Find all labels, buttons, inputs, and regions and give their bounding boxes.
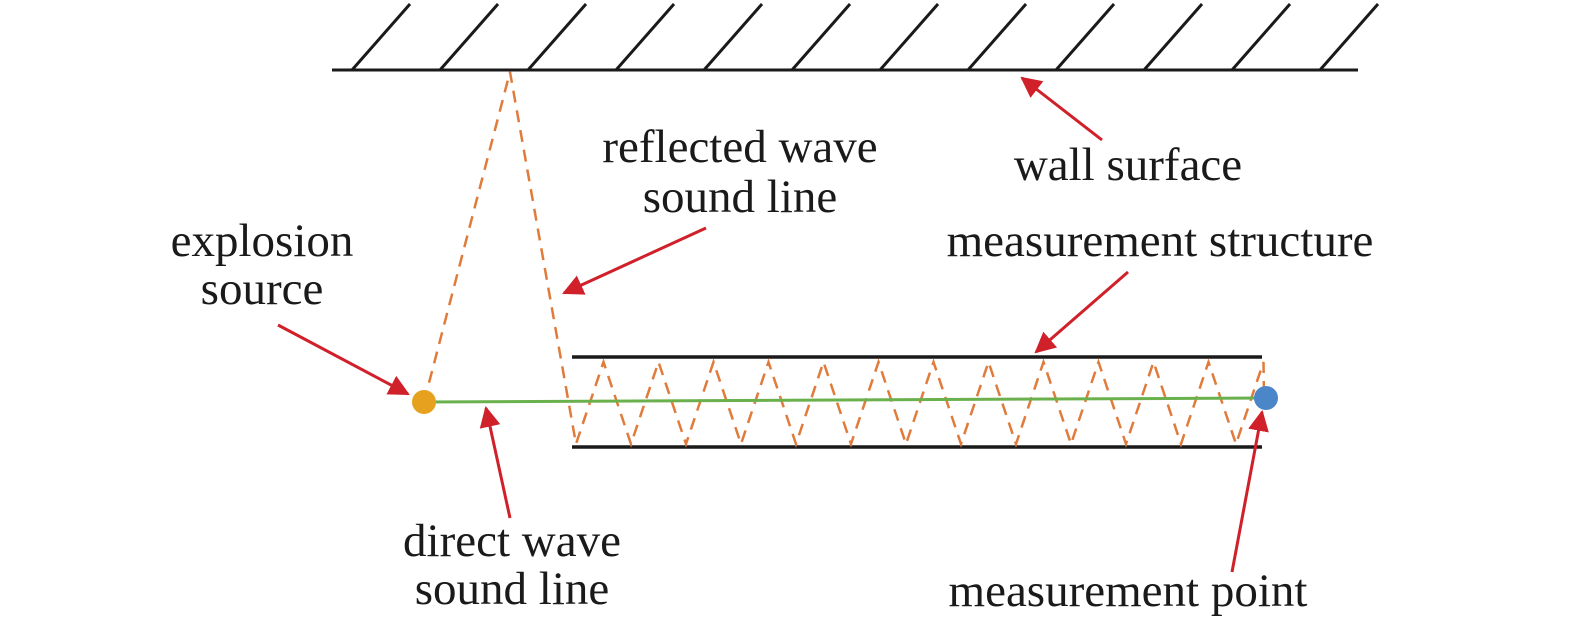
wall-hatch-stroke — [526, 3, 588, 71]
measurement-structure-label: measurement structure — [947, 215, 1374, 267]
wall-hatch-stroke — [878, 3, 940, 71]
wall-surface-label: wall surface — [1014, 139, 1242, 191]
wall-hatch-stroke — [350, 3, 412, 71]
reflected-wave-path — [422, 71, 1266, 448]
wall-hatch-stroke — [1230, 3, 1292, 71]
reflected-wave-label-line1: reflected wave — [602, 121, 877, 173]
measurement-structure — [572, 355, 1262, 449]
explosion-source-label-line1: explosion — [171, 215, 354, 267]
reflected-wave-label-line2: sound line — [643, 171, 838, 223]
wall-hatch-stroke — [790, 3, 852, 71]
wall-hatch-stroke — [1142, 3, 1204, 71]
measurement-point-dot — [1254, 386, 1278, 410]
reflected-wave-arrow — [562, 226, 707, 295]
direct-wave-line — [423, 396, 1265, 404]
explosion-source-label-line2: source — [201, 263, 324, 315]
measurement-point-arrow — [1230, 409, 1269, 573]
direct-wave-label-line1: direct wave — [403, 515, 621, 567]
measurement-structure-arrow — [1034, 270, 1129, 354]
wall-hatch-stroke — [966, 3, 1028, 71]
wall-hatch-stroke — [1318, 3, 1380, 71]
measurement-point-label: measurement point — [949, 565, 1308, 617]
wall-hatching — [350, 3, 1380, 71]
wall-hatch-stroke — [438, 3, 500, 71]
wall-surface-arrow — [1020, 76, 1103, 142]
wall-hatch-stroke — [1054, 3, 1116, 71]
direct-wave-arrow — [479, 405, 512, 519]
explosion-source-arrow — [277, 323, 410, 396]
wall-hatch-stroke — [614, 3, 676, 71]
direct-wave-label-line2: sound line — [415, 563, 610, 615]
wall-hatch-stroke — [702, 3, 764, 71]
wall — [332, 3, 1380, 72]
explosion-source-dot — [412, 390, 436, 414]
